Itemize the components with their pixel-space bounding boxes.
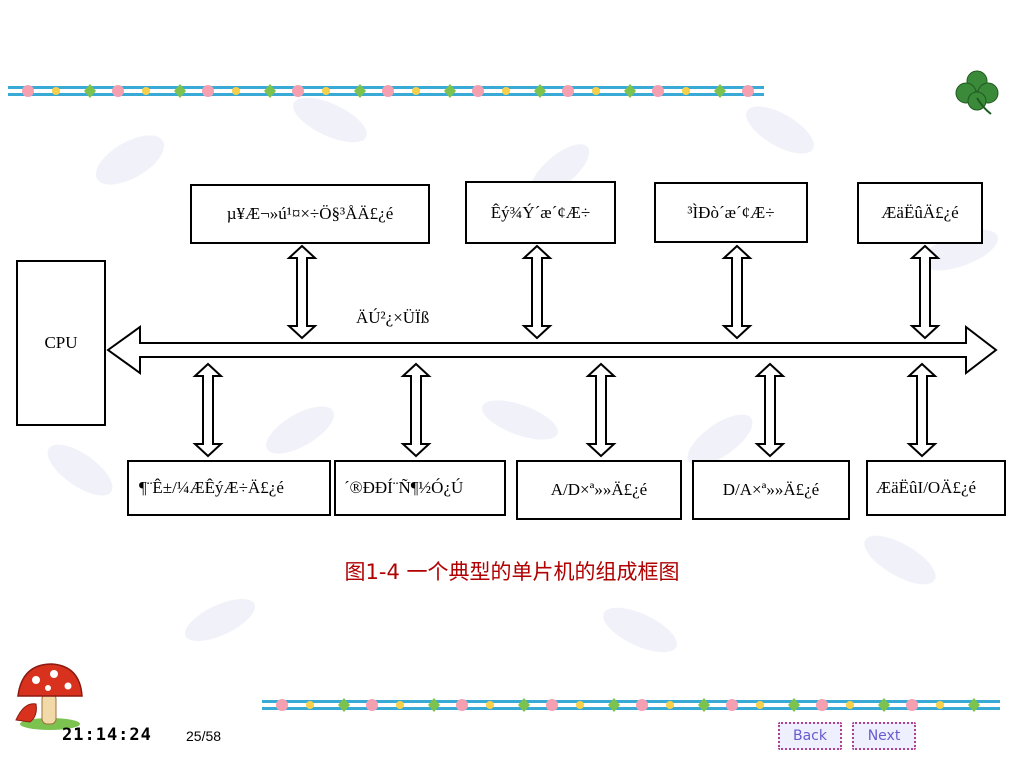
top-module-3: ³ÌÐò´æ´¢Æ÷ — [654, 182, 808, 243]
bottom-module-4: D/A×ª»»Ä£¿é — [692, 460, 850, 520]
bottom-arrow-3 — [585, 362, 617, 458]
top-module-4: ÆäËûÄ£¿é — [857, 182, 983, 244]
top-module-1-label: µ¥Æ¬»ú¹¤×÷Ö§³ÅÄ£¿é — [226, 204, 394, 223]
bottom-garland-decoration — [262, 698, 1000, 712]
top-module-4-label: ÆäËûÄ£¿é — [881, 203, 959, 222]
top-module-2-label: Êý¾Ý´æ´¢Æ÷ — [490, 202, 591, 222]
top-module-3-label: ³ÌÐò´æ´¢Æ÷ — [687, 202, 775, 222]
top-arrow-3 — [721, 244, 753, 340]
bottom-module-2-label: ´®ÐÐÍ¨Ñ¶½Ó¿Ú — [344, 478, 464, 497]
bottom-module-3-label: A/D×ª»»Ä£¿é — [550, 480, 648, 499]
top-arrow-1 — [286, 244, 318, 340]
bottom-arrow-1 — [192, 362, 224, 458]
top-arrow-4 — [909, 244, 941, 340]
bottom-module-2: ´®ÐÐÍ¨Ñ¶½Ó¿Ú — [334, 460, 506, 516]
next-button[interactable]: Next — [852, 722, 916, 750]
top-module-1: µ¥Æ¬»ú¹¤×÷Ö§³ÅÄ£¿é — [190, 184, 430, 244]
top-module-2: Êý¾Ý´æ´¢Æ÷ — [465, 181, 616, 244]
top-arrow-2 — [521, 244, 553, 340]
mushroom-icon — [15, 663, 83, 730]
bottom-arrow-2 — [400, 362, 432, 458]
bottom-module-5-label: ÆäËûI/OÄ£¿é — [876, 478, 977, 497]
bottom-arrow-4 — [754, 362, 786, 458]
bottom-module-5: ÆäËûI/OÄ£¿é — [866, 460, 1006, 516]
bottom-module-1: ¶¨Ê±/¼ÆÊýÆ÷Ä£¿é — [127, 460, 331, 516]
page-counter: 25/58 — [186, 728, 222, 744]
cpu-block: CPU — [16, 260, 106, 426]
clover-icon — [955, 70, 999, 115]
bottom-module-3: A/D×ª»»Ä£¿é — [516, 460, 682, 520]
top-garland-decoration — [8, 84, 764, 98]
internal-bus-label: ÄÚ²¿×ÜÏß — [356, 308, 430, 327]
bottom-module-4-label: D/A×ª»»Ä£¿é — [722, 480, 820, 499]
figure-caption: 图1-4 一个典型的单片机的组成框图 — [344, 560, 680, 584]
cpu-label: CPU — [44, 333, 78, 352]
back-button[interactable]: Back — [778, 722, 842, 750]
bottom-module-1-label: ¶¨Ê±/¼ÆÊýÆ÷Ä£¿é — [139, 478, 284, 497]
clock-time: 21:14:24 — [62, 725, 152, 745]
internal-bus-arrow — [106, 324, 998, 376]
bottom-arrow-5 — [906, 362, 938, 458]
